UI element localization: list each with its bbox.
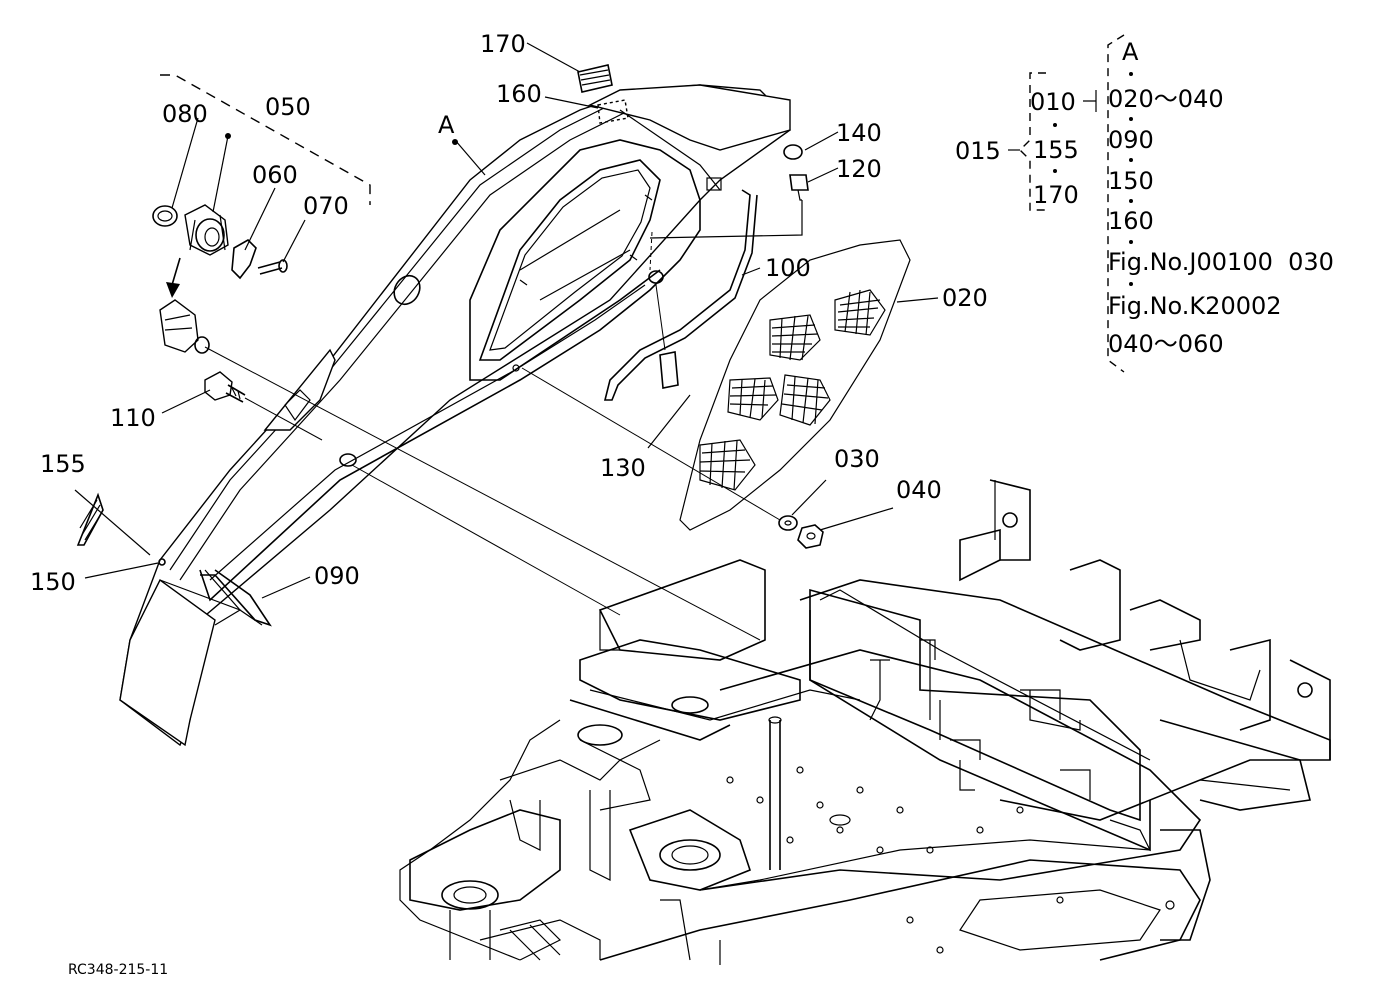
legend-group-id: 015 [955,137,1001,165]
part-155-label [76,492,104,546]
part-050-lock [184,204,229,256]
part-070-screw [257,261,283,275]
callout-130: 130 [600,454,646,482]
legend-sub2: 170 [1033,181,1079,209]
lock-receptacle [159,299,210,354]
legend-row-1: 020～040 [1108,85,1224,113]
part-060-cam [231,239,257,280]
assembly-legend: 015 010 155 170 A 020～040 090 150 160 Fi… [955,34,1334,373]
part-040-nut [797,524,824,549]
part-100-strip [603,189,758,401]
legend-row-7: 040～060 [1108,330,1224,358]
legend-row-6: Fig.No.K20002 [1108,292,1282,320]
callout-170: 170 [480,30,526,58]
chassis-frame [399,479,1331,965]
figure-code: RC348-215-11 [68,962,168,978]
part-080-ring [152,205,178,227]
legend-sub1: 155 [1033,136,1079,164]
leader-lines [74,42,939,641]
callout-labels: 170 160 080 050 A 060 070 140 120 100 02… [30,30,988,596]
callout-110: 110 [110,404,156,432]
callout-040: 040 [896,476,942,504]
callout-080: 080 [162,100,208,128]
callout-150: 150 [30,568,76,596]
legend-row-2: 090 [1108,126,1154,154]
callout-100: 100 [765,254,811,282]
callout-155: 155 [40,450,86,478]
callout-020: 020 [942,284,988,312]
callout-070: 070 [303,192,349,220]
callout-140: 140 [836,119,882,147]
legend-row-5: Fig.No.J00100 030 [1108,248,1334,276]
part-020-mesh [679,239,911,531]
legend-a-label: A [1122,38,1139,66]
callout-050: 050 [265,93,311,121]
group-050-bracket [160,74,371,205]
legend-row-4: 160 [1108,207,1154,235]
callout-160: 160 [496,80,542,108]
part-170-label [577,64,613,93]
legend-row-3: 150 [1108,167,1154,195]
callout-060: 060 [252,161,298,189]
callout-090: 090 [314,562,360,590]
callout-a: A [438,111,455,139]
hood-assembly [119,84,791,747]
callout-120: 120 [836,155,882,183]
legend-assy: 010 [1030,88,1076,116]
part-140-cap [783,144,803,160]
callout-030: 030 [834,445,880,473]
part-110-bolt [204,371,246,403]
part-030-washer [778,515,798,531]
